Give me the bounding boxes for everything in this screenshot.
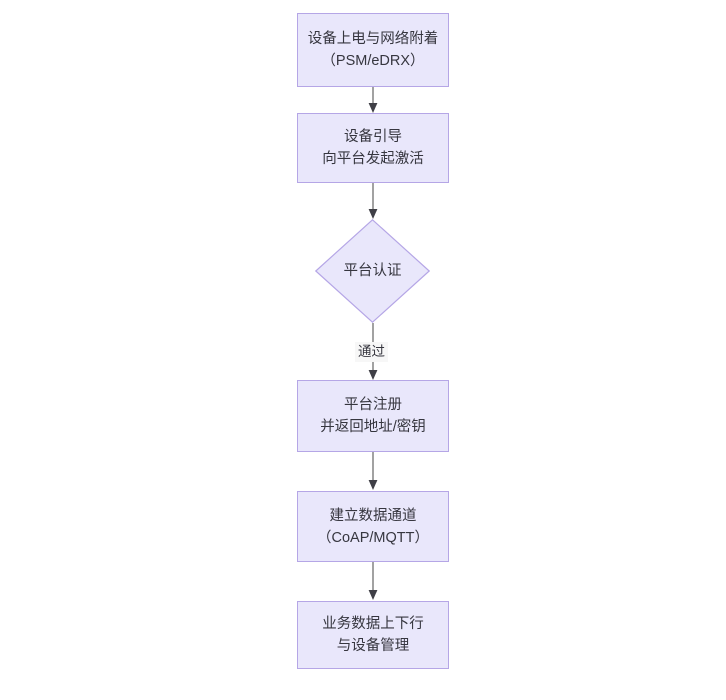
edge-n2-n3	[366, 183, 380, 220]
edge-n5-n6	[366, 562, 380, 601]
node-label-line: 建立数据通道	[329, 507, 417, 524]
node-device-power-on[interactable]: 设备上电与网络附着 （PSM/eDRX）	[297, 13, 449, 87]
node-business-data[interactable]: 业务数据上下行 与设备管理	[297, 601, 449, 669]
node-label-line: （PSM/eDRX）	[321, 53, 425, 69]
node-platform-auth[interactable]: 平台认证	[315, 219, 430, 323]
node-label-line: 业务数据上下行	[322, 616, 424, 632]
edge-n4-n5	[366, 452, 380, 491]
edge-n1-n2	[366, 87, 380, 114]
node-label-line: 平台注册	[344, 397, 402, 413]
node-label-line: 设备引导	[344, 129, 402, 145]
node-label-line: 设备上电与网络附着	[307, 31, 439, 47]
node-data-channel[interactable]: 建立数据通道 （CoAP/MQTT）	[297, 491, 449, 562]
node-label-line: 并返回地址/密钥	[320, 419, 426, 435]
node-label-line: （CoAP/MQTT）	[317, 529, 429, 546]
diamond-shape	[315, 219, 430, 323]
node-device-bootstrap[interactable]: 设备引导 向平台发起激活	[297, 113, 449, 183]
node-label-line: 平台认证	[343, 263, 402, 279]
node-label-line: 向平台发起激活	[322, 151, 424, 167]
node-label-line: 与设备管理	[336, 638, 410, 654]
edge-label-pass: 通过	[355, 342, 388, 362]
node-platform-register[interactable]: 平台注册 并返回地址/密钥	[297, 380, 449, 452]
